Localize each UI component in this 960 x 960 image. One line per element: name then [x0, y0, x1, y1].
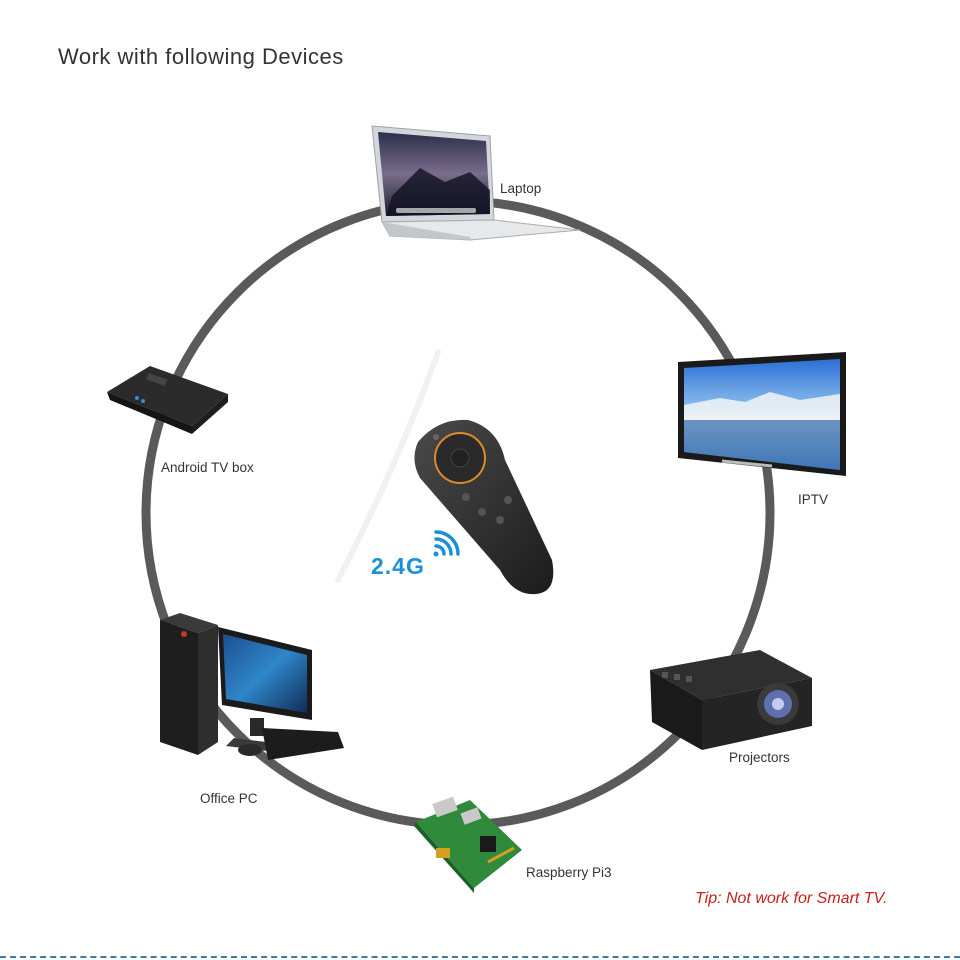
tv-box-icon — [107, 366, 228, 434]
desktop-pc-icon — [160, 613, 344, 760]
wireless-badge: 2.4G — [371, 553, 425, 579]
circuit-board-icon — [414, 796, 522, 893]
device-label-laptop: Laptop — [500, 181, 542, 196]
compatibility-tip: Tip: Not work for Smart TV. — [695, 890, 888, 907]
remote-control-icon — [414, 419, 554, 595]
projector-icon — [650, 650, 812, 750]
page-title: Work with following Devices — [58, 44, 344, 69]
device-label-tv-box: Android TV box — [161, 460, 254, 475]
wifi-signal-icon — [433, 530, 460, 557]
device-label-projectors: Projectors — [729, 750, 790, 765]
device-label-raspberry-pi: Raspberry Pi3 — [526, 865, 612, 880]
light-streak — [335, 349, 441, 583]
laptop-icon — [371, 125, 581, 241]
tv-icon — [678, 352, 846, 476]
device-label-iptv: IPTV — [798, 492, 829, 507]
bottom-divider — [0, 956, 960, 958]
device-label-office-pc: Office PC — [200, 791, 258, 806]
